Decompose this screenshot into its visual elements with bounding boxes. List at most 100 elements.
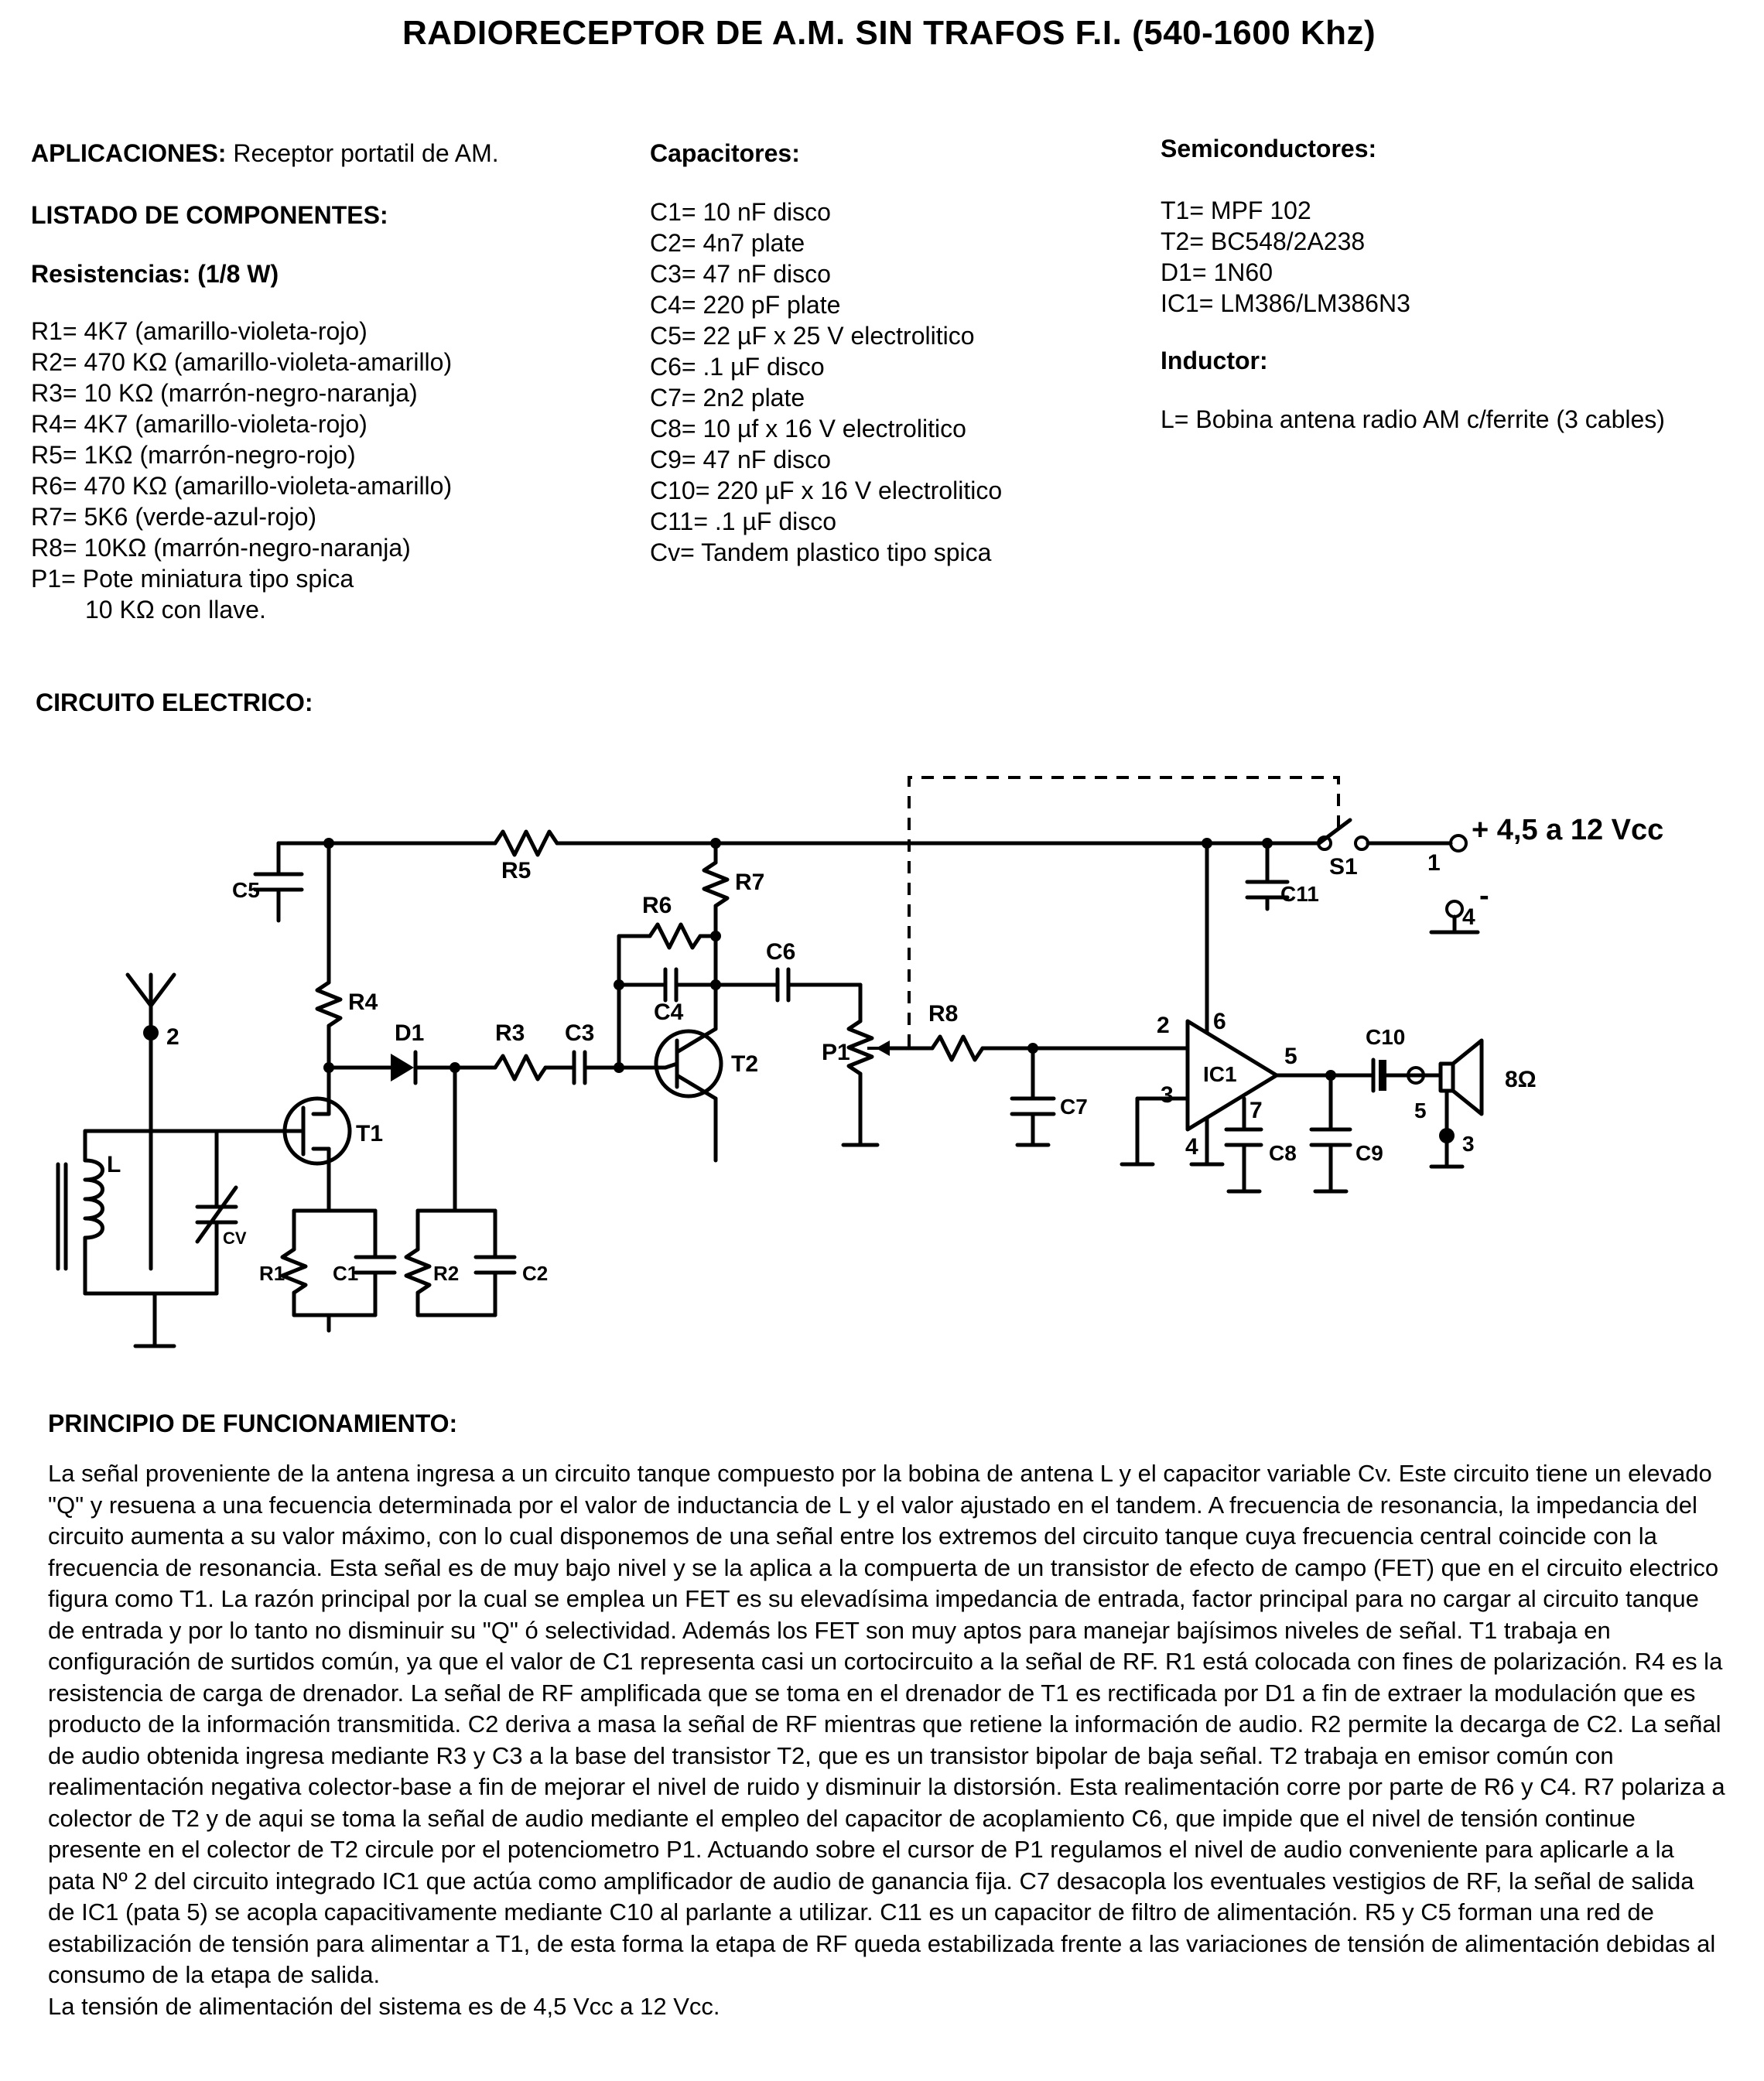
semiconductor-item: T2= BC548/2A238 xyxy=(1161,227,1366,255)
potentiometer-p1 xyxy=(841,982,935,1147)
resistor-r7 xyxy=(702,841,730,1031)
aplicaciones-value: Receptor portatil de AM. xyxy=(233,139,499,167)
semiconductores-heading: Semiconductores: xyxy=(1161,135,1377,162)
speaker-label: 8Ω xyxy=(1505,1067,1537,1092)
minus-label: - xyxy=(1479,880,1489,912)
principio-text: La señal proveniente de la antena ingres… xyxy=(48,1458,1727,2022)
c1-label: C1 xyxy=(333,1262,358,1285)
d1-label: D1 xyxy=(395,1020,424,1046)
r8-label: R8 xyxy=(928,1001,958,1027)
pin3-label: 3 xyxy=(1161,1082,1174,1108)
pin7-label: 7 xyxy=(1250,1098,1263,1123)
capacitor-item: C10= 220 µF x 16 V electrolitico xyxy=(650,477,1003,504)
circuito-heading: CIRCUITO ELECTRICO: xyxy=(36,689,313,716)
right-column: Semiconductores: T1= MPF 102 T2= BC548/2… xyxy=(1161,133,1665,435)
minus-terminal xyxy=(1429,900,1480,935)
r6-label: R6 xyxy=(642,893,672,918)
node-5-label: 5 xyxy=(1414,1099,1427,1123)
c5-label: C5 xyxy=(232,878,260,902)
capacitor-item: Cv= Tandem plastico tipo spica xyxy=(650,538,992,566)
amplifier-ic1 xyxy=(1120,841,1376,1167)
r3-label: R3 xyxy=(495,1020,525,1046)
semiconductor-item: D1= 1N60 xyxy=(1161,258,1273,286)
capacitores-heading: Capacitores: xyxy=(650,139,800,167)
speaker-icon xyxy=(1429,1038,1484,1169)
c8-label: C8 xyxy=(1269,1141,1297,1165)
capacitor-item: C3= 47 nF disco xyxy=(650,260,831,288)
capacitor-item: C4= 220 pF plate xyxy=(650,291,841,319)
capacitor-item: C1= 10 nF disco xyxy=(650,198,831,226)
resistencias-label: Resistencias: xyxy=(31,260,191,288)
r4-label: R4 xyxy=(348,989,378,1015)
resistor-item: R1= 4K7 (amarillo-violeta-rojo) xyxy=(31,317,368,345)
capacitor-item: C9= 47 nF disco xyxy=(650,446,831,473)
principio-heading: PRINCIPIO DE FUNCIONAMIENTO: xyxy=(48,1410,458,1437)
transistor-t1 xyxy=(152,1065,352,1213)
capacitor-item: C2= 4n7 plate xyxy=(650,229,805,257)
resistor-item: R5= 1KΩ (marrón-negro-rojo) xyxy=(31,441,356,469)
capacitor-c8 xyxy=(1224,1127,1263,1194)
resistor-list: R1= 4K7 (amarillo-violeta-rojo) R2= 470 … xyxy=(31,316,499,625)
semiconductor-list: T1= MPF 102 T2= BC548/2A238 D1= 1N60 IC1… xyxy=(1161,195,1665,319)
capacitor-c7 xyxy=(1010,1046,1056,1147)
aplicaciones-line: APLICACIONES: Receptor portatil de AM. xyxy=(31,138,499,169)
r1-label: R1 xyxy=(259,1262,285,1285)
cv-label: CV xyxy=(223,1228,247,1248)
resistor-item: 10 KΩ con llave. xyxy=(85,596,266,624)
pin6-label: 6 xyxy=(1213,1009,1226,1034)
principio-last-line: La tensión de alimentación del sistema e… xyxy=(48,1992,720,2020)
pin4-label: 4 xyxy=(1185,1134,1198,1160)
left-column: APLICACIONES: Receptor portatil de AM. L… xyxy=(31,138,499,625)
resistor-item: R7= 5K6 (verde-azul-rojo) xyxy=(31,503,317,531)
capacitor-c6 xyxy=(713,967,863,1003)
capacitor-list: C1= 10 nF disco C2= 4n7 plate C3= 47 nF … xyxy=(650,196,1002,568)
resistor-r4 xyxy=(315,841,343,1070)
c10-label: C10 xyxy=(1366,1025,1405,1049)
c3-label: C3 xyxy=(565,1020,594,1046)
resistor-item: R4= 4K7 (amarillo-violeta-rojo) xyxy=(31,410,368,438)
t2-label: T2 xyxy=(731,1051,758,1077)
node-1-label: 1 xyxy=(1427,850,1441,876)
resistencias-power: (1/8 W) xyxy=(197,260,279,288)
resistor-r6 xyxy=(617,922,718,1070)
resistor-item: R6= 470 KΩ (amarillo-violeta-amarillo) xyxy=(31,472,453,500)
principio-paragraph: La señal proveniente de la antena ingres… xyxy=(48,1460,1725,1988)
inductor-heading: Inductor: xyxy=(1161,347,1268,374)
capacitor-item: C5= 22 µF x 25 V electrolitico xyxy=(650,322,975,350)
supply-label: + 4,5 a 12 Vcc xyxy=(1472,814,1663,846)
capacitor-c5 xyxy=(253,841,304,923)
page-title: RADIORECEPTOR DE A.M. SIN TRAFOS F.I. (5… xyxy=(402,14,1376,52)
node-2-label: 2 xyxy=(166,1024,179,1050)
resistor-item: R2= 470 KΩ (amarillo-violeta-amarillo) xyxy=(31,348,453,376)
c7-label: C7 xyxy=(1060,1095,1088,1119)
capacitor-item: C6= .1 µF disco xyxy=(650,353,825,381)
antenna-icon xyxy=(125,972,176,1271)
r7-label: R7 xyxy=(735,870,764,895)
listado-heading: LISTADO DE COMPONENTES: xyxy=(31,201,388,229)
capacitor-c9 xyxy=(1309,1073,1352,1194)
capacitor-c11 xyxy=(1245,841,1290,911)
transistor-t2 xyxy=(654,1027,723,1163)
capacitor-item: C8= 10 µf x 16 V electrolitico xyxy=(650,415,966,443)
tank-circuit xyxy=(56,1129,238,1348)
capacitor-c4 xyxy=(614,967,718,1003)
capacitor-item: C7= 2n2 plate xyxy=(650,384,805,412)
aplicaciones-label: APLICACIONES: xyxy=(31,139,227,167)
resistor-r8 xyxy=(930,1034,1190,1062)
node-4-label: 4 xyxy=(1462,904,1475,930)
top-rail xyxy=(276,829,1321,857)
node-3-label: 3 xyxy=(1462,1132,1475,1156)
resistor-item: R3= 10 KΩ (marrón-negro-naranja) xyxy=(31,379,418,407)
pin5-label: 5 xyxy=(1284,1044,1297,1069)
capacitor-c10 xyxy=(1371,1058,1443,1093)
semiconductor-item: IC1= LM386/LM386N3 xyxy=(1161,289,1410,317)
c4-label: C4 xyxy=(654,999,684,1025)
source-network xyxy=(280,1208,397,1333)
c2-label: C2 xyxy=(522,1262,548,1285)
t1-label: T1 xyxy=(356,1121,383,1146)
c9-label: C9 xyxy=(1355,1141,1383,1165)
resistor-item: P1= Pote miniatura tipo spica xyxy=(31,565,354,593)
s1-label: S1 xyxy=(1329,854,1358,880)
l-label: L xyxy=(107,1152,121,1177)
ic1-label: IC1 xyxy=(1203,1062,1237,1086)
